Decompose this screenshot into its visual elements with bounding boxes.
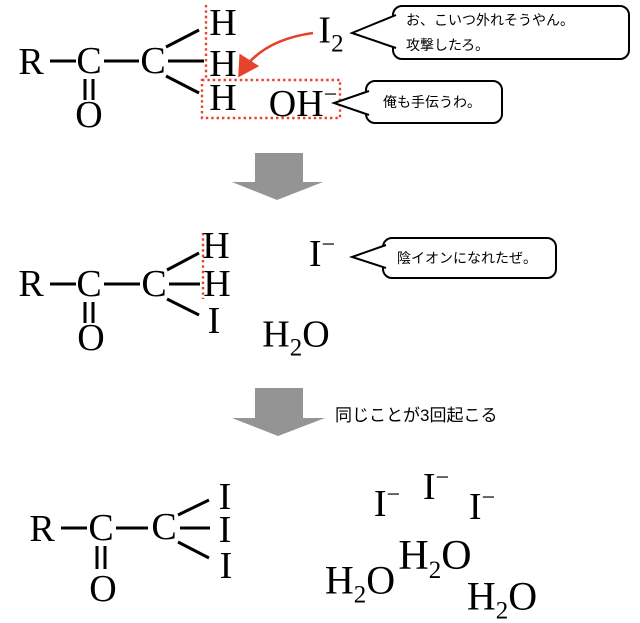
speech-bubble-oh: 俺も手伝うわ。	[365, 80, 503, 124]
iodide-charge: −	[321, 232, 336, 259]
hydroxide-symbol: OH	[268, 82, 324, 125]
s1-atom-H1: H	[209, 2, 237, 44]
iodide-charge: −	[481, 485, 496, 512]
water-molecule-2: H2O	[398, 535, 471, 583]
s3-atom-I2: I	[218, 509, 232, 551]
bubble-text: 俺も手伝うわ。	[383, 93, 481, 110]
s1-atom-H2: H	[209, 43, 237, 85]
water-o: O	[366, 557, 396, 603]
s1-atom-C1: C	[76, 40, 102, 82]
s2-atom-O: O	[77, 317, 105, 359]
water-o: O	[302, 313, 330, 356]
water-sub: 2	[495, 597, 509, 623]
water-o: O	[508, 573, 538, 619]
s1-atom-H3: H	[209, 77, 237, 119]
s3-atom-R: R	[29, 508, 55, 550]
s3-atom-O: O	[89, 568, 117, 610]
s2-atom-H2: H	[203, 263, 231, 305]
water-molecule-1: H2O	[324, 557, 396, 609]
iodide-symbol: I	[373, 482, 387, 525]
down-arrow-1-icon	[232, 153, 323, 200]
step2-bond-lines	[50, 251, 200, 323]
speech-bubble-iodide: 陰イオンになれたぜ。	[382, 237, 557, 279]
s1-atom-R: R	[18, 41, 44, 83]
water-sub: 2	[289, 334, 303, 362]
arrow2-caption: 同じことが3回起こる	[335, 406, 498, 425]
water-molecule: H2O	[262, 316, 329, 361]
water-h: H	[262, 313, 290, 356]
s3-atom-C2: C	[151, 506, 177, 548]
attack-arrow-icon	[238, 31, 314, 78]
bubble-text: 攻撃したろ。	[406, 36, 490, 53]
iodide-ion: I−	[309, 233, 335, 273]
water-h: H	[324, 557, 354, 603]
water-sub: 2	[428, 557, 442, 585]
iodine-subscript: 2	[331, 30, 344, 58]
iodide-ion-3: I−	[469, 486, 495, 526]
iodide-symbol: I	[468, 485, 482, 528]
s3-atom-I1: I	[218, 476, 232, 518]
iodide-symbol: I	[422, 465, 436, 508]
step3-bond-lines	[61, 498, 210, 569]
water-o: O	[441, 532, 472, 579]
speech-bubble-i2: お、こいつ外れそうやん。 攻撃したろ。	[392, 5, 630, 60]
iodine-symbol: I	[318, 9, 332, 52]
iodide-charge: −	[386, 482, 401, 509]
iodide-charge: −	[435, 465, 450, 492]
iodide-ion-1: I−	[374, 483, 400, 523]
s3-atom-I3: I	[219, 545, 233, 587]
s1-atom-C2: C	[140, 40, 166, 82]
s3-atom-C1: C	[88, 507, 114, 549]
s2-atom-C2: C	[141, 263, 167, 305]
bubble-tail-i2	[349, 14, 397, 49]
s2-atom-I1: I	[207, 300, 221, 342]
bubble-tail-iodide	[348, 244, 387, 269]
s2-atom-R: R	[18, 263, 44, 305]
bubble-text: 陰イオンになれたぜ。	[397, 249, 537, 266]
water-h: H	[398, 532, 429, 579]
water-h: H	[466, 573, 496, 619]
bubble-tail-oh	[330, 90, 370, 116]
down-arrow-2-icon	[232, 388, 325, 436]
s2-atom-C1: C	[76, 263, 102, 305]
s2-atom-H1: H	[202, 225, 230, 267]
iodide-ion-2: I−	[423, 466, 449, 506]
water-sub: 2	[353, 581, 367, 609]
hydroxide-charge: −	[323, 82, 338, 109]
iodide-symbol: I	[308, 232, 322, 275]
bubble-text: お、こいつ外れそうやん。	[406, 11, 574, 28]
hydroxide-ion: OH−	[269, 83, 337, 123]
s1-atom-O: O	[75, 94, 103, 136]
water-molecule-3: H2O	[466, 573, 538, 623]
iodine-molecule: I2	[318, 12, 343, 57]
step1-bond-lines	[50, 28, 204, 100]
